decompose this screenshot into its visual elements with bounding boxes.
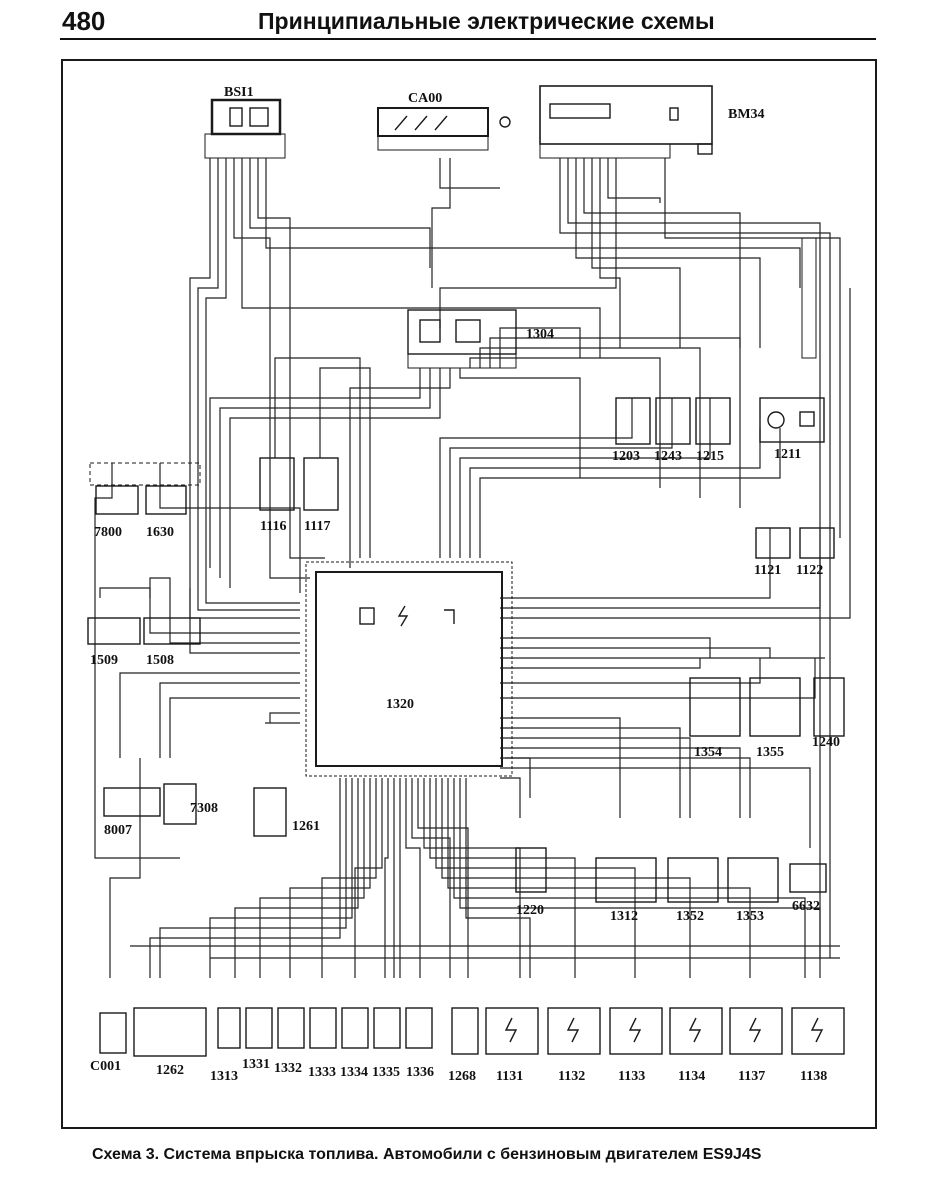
label-1261: 1261 xyxy=(292,819,320,834)
page-number: 480 xyxy=(62,6,106,36)
label-1312: 1312 xyxy=(610,909,638,924)
wiring-diagram: BSI1 CA00 BM34 1304 1203 1243 1215 1211 … xyxy=(61,59,877,1129)
label-1211: 1211 xyxy=(774,447,801,462)
label-1240: 1240 xyxy=(812,735,840,750)
bsi1-box xyxy=(210,98,282,136)
label-1138: 1138 xyxy=(800,1069,827,1084)
label-1355: 1355 xyxy=(756,745,784,760)
label-1334: 1334 xyxy=(340,1065,368,1080)
label-1133: 1133 xyxy=(618,1069,645,1084)
label-1137: 1137 xyxy=(738,1069,765,1084)
label-1331: 1331 xyxy=(242,1057,270,1072)
label-c001: C001 xyxy=(90,1059,121,1074)
label-7800: 7800 xyxy=(94,525,122,540)
label-1215: 1215 xyxy=(696,449,724,464)
header-rule xyxy=(60,38,876,40)
label-bsi1: BSI1 xyxy=(224,85,254,100)
label-1313: 1313 xyxy=(210,1069,238,1084)
label-1304: 1304 xyxy=(526,327,554,342)
label-1132: 1132 xyxy=(558,1069,585,1084)
label-1116: 1116 xyxy=(260,519,286,534)
label-1630: 1630 xyxy=(146,525,174,540)
label-1262: 1262 xyxy=(156,1063,184,1078)
label-1336: 1336 xyxy=(406,1065,434,1080)
label-1131: 1131 xyxy=(496,1069,523,1084)
label-1117: 1117 xyxy=(304,519,330,534)
label-1134: 1134 xyxy=(678,1069,705,1084)
label-1354: 1354 xyxy=(694,745,722,760)
label-6632: 6632 xyxy=(792,899,820,914)
label-1268: 1268 xyxy=(448,1069,476,1084)
label-1508: 1508 xyxy=(146,653,174,668)
diagram-frame xyxy=(61,59,877,1129)
label-1243: 1243 xyxy=(654,449,682,464)
wire-harness xyxy=(94,158,851,978)
label-bm34: BM34 xyxy=(728,107,765,122)
label-1335: 1335 xyxy=(372,1065,400,1080)
label-ca00: CA00 xyxy=(408,91,442,106)
label-1352: 1352 xyxy=(676,909,704,924)
ecu-1320-box xyxy=(315,571,503,767)
label-7308: 7308 xyxy=(190,801,218,816)
label-1121: 1121 xyxy=(754,563,781,578)
ca00-box xyxy=(377,107,489,137)
label-1333: 1333 xyxy=(308,1065,336,1080)
bm34-box xyxy=(539,85,713,145)
label-1509: 1509 xyxy=(90,653,118,668)
label-1122: 1122 xyxy=(796,563,823,578)
label-1332: 1332 xyxy=(274,1061,302,1076)
label-1353: 1353 xyxy=(736,909,764,924)
label-1203: 1203 xyxy=(612,449,640,464)
page-title: Принципиальные электрические схемы xyxy=(258,8,715,34)
label-1320: 1320 xyxy=(386,697,414,712)
label-1220: 1220 xyxy=(516,903,544,918)
label-8007: 8007 xyxy=(104,823,132,838)
figure-caption: Схема 3. Система впрыска топлива. Автомо… xyxy=(92,1146,762,1163)
